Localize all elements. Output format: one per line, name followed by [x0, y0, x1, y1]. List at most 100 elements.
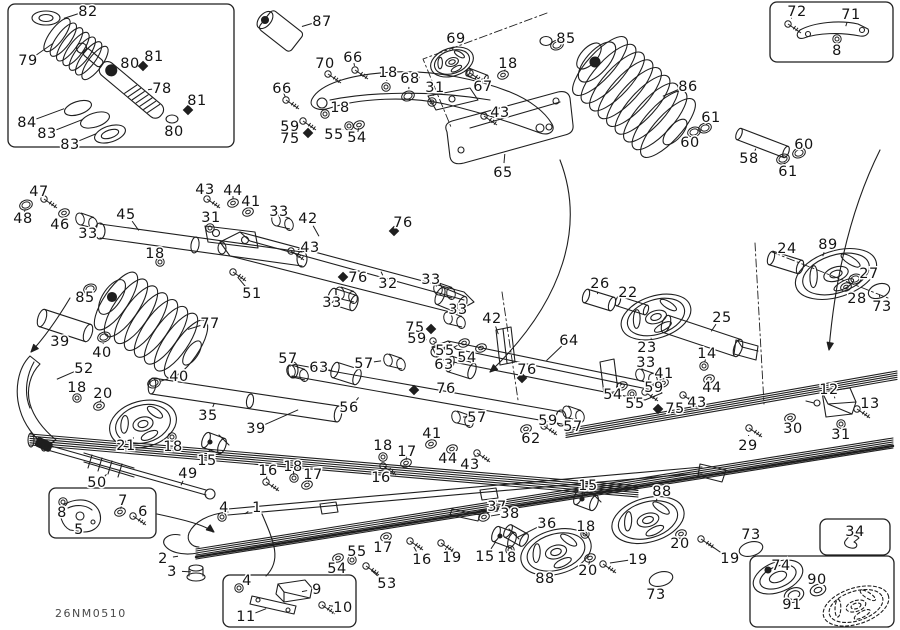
part-callout-12: 12 — [819, 382, 838, 398]
rear-arm-64 — [430, 340, 663, 401]
part-callout-47: 47 — [29, 184, 48, 200]
part-callout-83: 83 — [60, 137, 79, 153]
idler-wheel-88b — [611, 495, 685, 545]
part-callout-27: 27 — [859, 266, 878, 282]
part-glyph-bolt — [203, 195, 221, 209]
part-callout-33: 33 — [269, 204, 288, 220]
static-art — [16, 10, 898, 627]
part-glyph-diamond — [425, 323, 437, 335]
part-glyph-nut — [699, 361, 709, 371]
part-glyph-washer — [675, 529, 687, 539]
slide-rail-bottom — [163, 437, 895, 560]
part-callout-15: 15 — [578, 478, 597, 494]
part-callout-44: 44 — [438, 451, 457, 467]
part-glyph-bolt — [40, 195, 58, 209]
part-callout-65: 65 — [493, 165, 512, 181]
part-callout-55: 55 — [347, 544, 366, 560]
part-glyph-bolt — [641, 388, 659, 402]
part-glyph-diamond — [337, 271, 349, 283]
inset-boxes — [7, 1, 895, 628]
part-callout-16: 16 — [258, 463, 277, 479]
part-callout-62: 62 — [521, 431, 540, 447]
part-callout-43: 43 — [490, 105, 509, 121]
part-glyph-diamond — [137, 60, 149, 72]
part-callout-56: 56 — [339, 400, 358, 416]
part-callout-19: 19 — [442, 550, 461, 566]
part-callout-70: 70 — [315, 56, 334, 72]
reference-lines — [30, 12, 889, 577]
part-callout-89: 89 — [818, 237, 837, 253]
part-callout-35: 35 — [198, 408, 217, 424]
part-callout-75: 75 — [665, 401, 684, 417]
part-callout-76: 76 — [517, 362, 536, 378]
part-glyph-diamond — [182, 104, 194, 116]
part-callout-54: 54 — [457, 350, 476, 366]
part-glyph-nut — [832, 34, 842, 44]
part-callout-22: 22 — [618, 285, 637, 301]
part-callout-30: 30 — [783, 421, 802, 437]
part-callout-17: 17 — [303, 467, 322, 483]
part-glyph-washer — [93, 401, 105, 411]
part-callout-16: 16 — [412, 552, 431, 568]
part-callout-48: 48 — [13, 211, 32, 227]
part-callout-72: 72 — [787, 4, 806, 20]
part-callout-68: 68 — [400, 71, 419, 87]
part-callout-83: 83 — [37, 126, 56, 142]
part-callout-51: 51 — [242, 286, 261, 302]
part-callout-7: 7 — [118, 493, 128, 509]
part-glyph-washer — [380, 532, 392, 542]
part-callout-78: 78 — [152, 81, 171, 97]
part-callout-16: 16 — [371, 470, 390, 486]
inset-box — [222, 574, 357, 628]
part-callout-44: 44 — [223, 183, 242, 199]
part-callout-2: 2 — [158, 551, 168, 567]
part-callout-24: 24 — [777, 241, 796, 257]
part-glyph-nut — [205, 223, 215, 233]
part-glyph-bolt — [362, 562, 380, 576]
bearing-74 — [752, 559, 804, 595]
part-callout-18: 18 — [576, 519, 595, 535]
part-glyph-washer — [703, 374, 715, 384]
part-callout-57: 57 — [278, 351, 297, 367]
part-callout-69: 69 — [446, 31, 465, 47]
part-callout-19: 19 — [720, 551, 739, 567]
part-callout-9: 9 — [312, 582, 322, 598]
part-glyph-ring — [83, 283, 97, 295]
part-callout-41: 41 — [654, 366, 673, 382]
part-glyph-washer — [784, 413, 796, 423]
inset-box — [7, 3, 235, 148]
part-glyph-nut — [347, 555, 357, 565]
part-callout-18: 18 — [163, 439, 182, 455]
part-callout-58: 58 — [739, 151, 758, 167]
part-callout-84: 84 — [17, 115, 36, 131]
part-callout-23: 23 — [637, 340, 656, 356]
part-callout-59: 59 — [538, 413, 557, 429]
part-callout-11: 11 — [236, 609, 255, 625]
housing-63a — [330, 361, 362, 386]
part-callout-10: 10 — [333, 600, 352, 616]
part-glyph-bolt — [282, 96, 300, 110]
part-callout-17: 17 — [397, 444, 416, 460]
part-glyph-bolt — [429, 337, 447, 351]
part-glyph-bush — [271, 213, 294, 231]
bracket-plate-65 — [445, 91, 574, 165]
washer-90 — [809, 583, 827, 597]
part-callout-42: 42 — [482, 311, 501, 327]
part-callout-87: 87 — [312, 14, 331, 30]
part-callout-17: 17 — [373, 540, 392, 556]
part-callout-8: 8 — [832, 43, 842, 59]
part-glyph-bolt — [540, 422, 558, 436]
part-glyph-nut — [427, 97, 437, 107]
part-callout-8: 8 — [57, 505, 67, 521]
part-callout-45: 45 — [116, 207, 135, 223]
part-callout-14: 14 — [697, 346, 716, 362]
part-callout-55: 55 — [625, 396, 644, 412]
part-glyph-washer — [400, 458, 412, 468]
part-callout-53: 53 — [377, 576, 396, 592]
part-callout-85: 85 — [75, 290, 94, 306]
part-glyph-washer — [616, 381, 628, 391]
part-glyph-bolt — [324, 70, 342, 84]
idler-wheel-88a — [520, 528, 592, 576]
part-callout-33: 33 — [421, 272, 440, 288]
